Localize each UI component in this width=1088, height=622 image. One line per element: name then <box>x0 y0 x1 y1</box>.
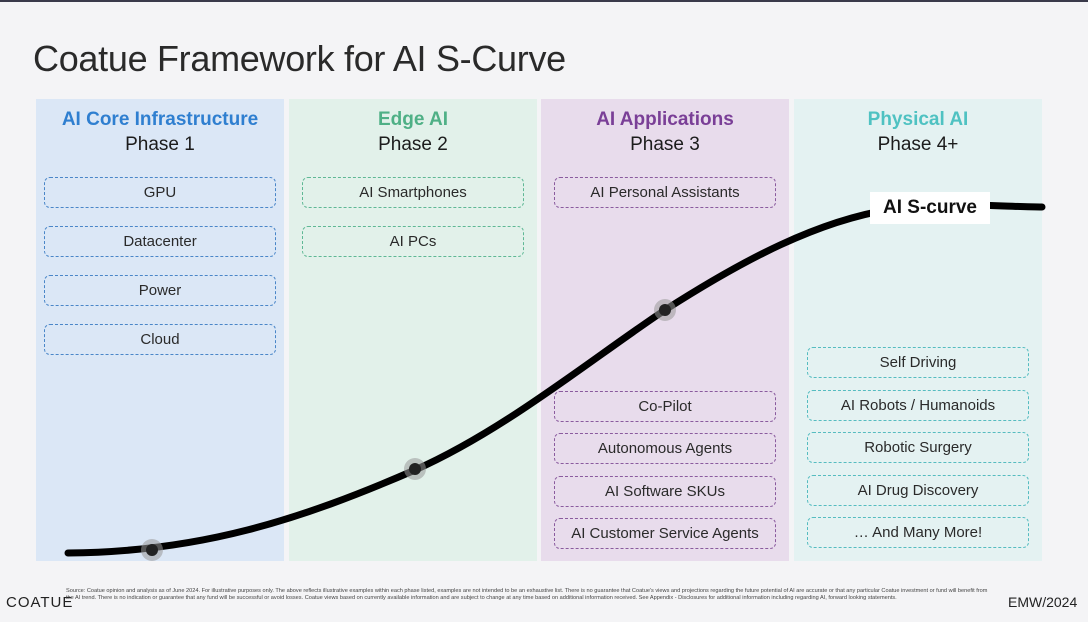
curve-node-1-core <box>146 544 158 556</box>
column-phase: Phase 1 <box>125 134 195 155</box>
event-label: EMW/2024 <box>1008 594 1078 610</box>
item-box: AI Smartphones <box>302 177 524 208</box>
item-box: AI PCs <box>302 226 524 257</box>
item-box: AI Software SKUs <box>554 476 776 507</box>
item-box: GPU <box>44 177 276 208</box>
s-curve-line <box>64 201 1046 557</box>
page-title: Coatue Framework for AI S-Curve <box>33 38 566 79</box>
item-box: AI Drug Discovery <box>807 475 1029 506</box>
column-phase-3: AI Applications Phase 3 AI Personal Assi… <box>541 99 789 561</box>
item-box: … And Many More! <box>807 517 1029 548</box>
curve-node-3-core <box>659 304 671 316</box>
item-box: AI Robots / Humanoids <box>807 390 1029 421</box>
item-box: Self Driving <box>807 347 1029 378</box>
column-phase: Phase 2 <box>378 134 448 155</box>
column-heading: AI Core Infrastructure <box>61 109 259 130</box>
curve-node-2-core <box>409 463 421 475</box>
item-box: AI Customer Service Agents <box>554 518 776 549</box>
column-phase-4: Physical AI Phase 4+ Self Driving AI Rob… <box>794 99 1042 561</box>
item-box: AI Personal Assistants <box>554 177 776 208</box>
s-curve-label: AI S-curve <box>870 192 990 224</box>
item-box: Robotic Surgery <box>807 432 1029 463</box>
footer-disclaimer: Source: Coatue opinion and analysis as o… <box>66 588 988 601</box>
column-heading: AI Applications <box>596 109 734 130</box>
item-box: Co-Pilot <box>554 391 776 422</box>
column-phase: Phase 3 <box>630 134 700 155</box>
top-border <box>0 0 1088 2</box>
column-phase: Phase 4+ <box>877 134 959 155</box>
item-box: Datacenter <box>44 226 276 257</box>
item-box: Power <box>44 275 276 306</box>
item-box: Cloud <box>44 324 276 355</box>
column-heading: Edge AI <box>377 109 449 130</box>
column-phase-2: Edge AI Phase 2 AI Smartphones AI PCs <box>289 99 537 561</box>
coatue-logo: COATUE <box>6 594 74 611</box>
column-phase-1: AI Core Infrastructure Phase 1 GPU Datac… <box>36 99 284 561</box>
item-box: Autonomous Agents <box>554 433 776 464</box>
column-heading: Physical AI <box>867 109 969 130</box>
